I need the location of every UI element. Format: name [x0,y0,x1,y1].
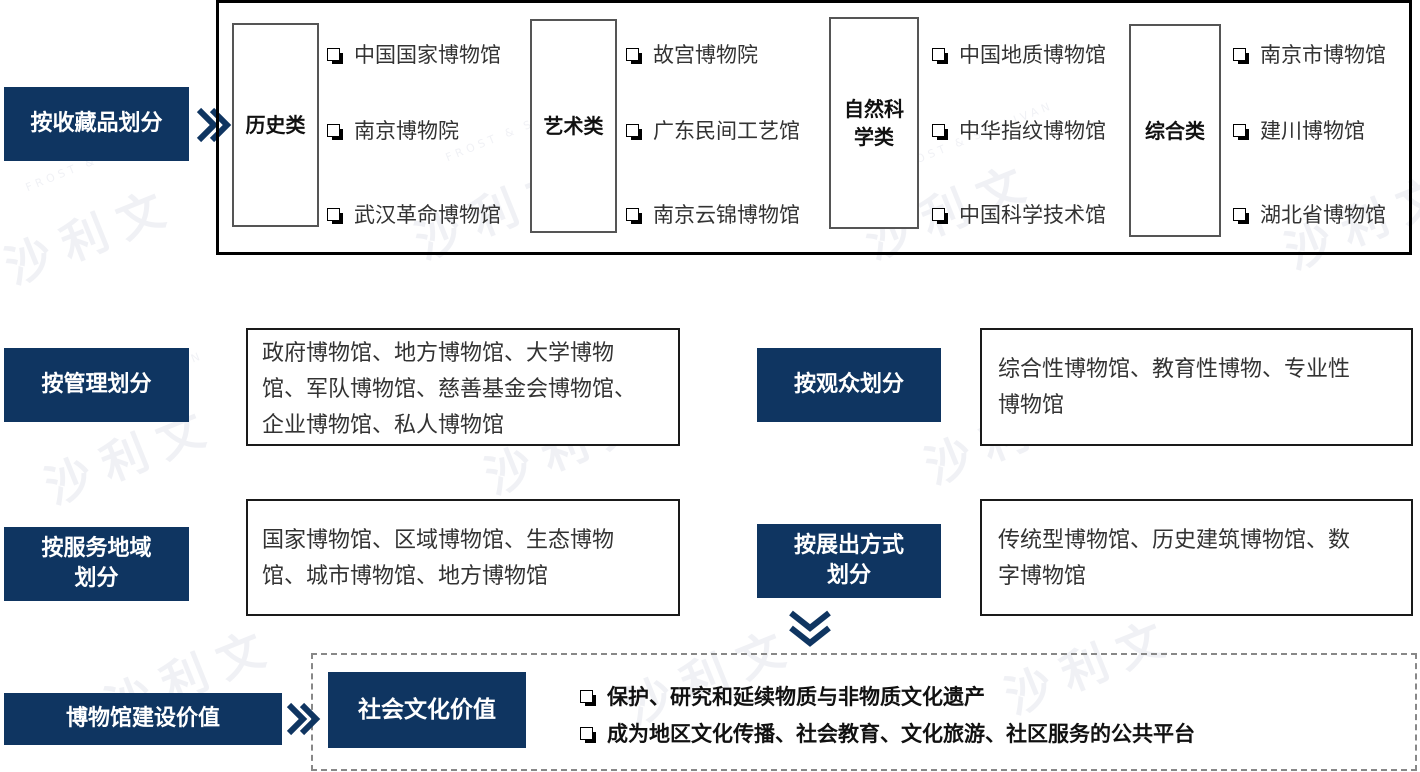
checkbox-bullet-icon [327,207,343,224]
list-item: 中国地质博物馆 [932,38,1106,70]
checkbox-bullet-icon [1233,207,1249,224]
region-label: 按服务地域 划分 [4,527,189,601]
category-history: 历史类 [232,23,319,227]
list-item: 建川博物馆 [1233,114,1365,146]
collection-label: 按收藏品划分 [4,87,189,161]
checkbox-bullet-icon [932,47,948,64]
list-item: 广东民间工艺馆 [626,114,800,146]
audience-line: 综合性博物馆、教育性博物、专业性 [998,357,1351,382]
checkbox-bullet-icon [1233,123,1249,140]
region-box: 国家博物馆、区域博物馆、生态博物 馆、城市博物馆、地方博物馆 [246,499,680,616]
chevron-down-icon [789,610,831,647]
management-box: 政府博物馆、地方博物馆、大学博物 馆、军队博物馆、慈善基金会博物馆、 企业博物馆… [246,328,680,446]
region-line: 馆、城市博物馆、地方博物馆 [262,564,549,589]
checkbox-bullet-icon [580,726,596,743]
management-line: 馆、军队博物馆、慈善基金会博物馆、 [262,377,637,402]
list-item: 南京博物院 [327,114,459,146]
region-line: 国家博物馆、区域博物馆、生态博物 [262,528,615,553]
category-art: 艺术类 [530,19,617,233]
checkbox-bullet-icon [626,47,642,64]
exhibit-box: 传统型博物馆、历史建筑博物馆、数 字博物馆 [980,499,1413,616]
list-item: 中华指纹博物馆 [932,114,1106,146]
checkbox-bullet-icon [580,689,596,706]
audience-line: 博物馆 [998,393,1065,418]
management-line: 企业博物馆、私人博物馆 [262,413,505,438]
management-label: 按管理划分 [4,348,189,422]
checkbox-bullet-icon [327,47,343,64]
exhibit-line: 字博物馆 [998,564,1087,589]
audience-label: 按观众划分 [757,348,941,422]
chevron-right-icon [286,702,321,736]
list-item: 中国科学技术馆 [932,198,1106,230]
social-cultural-value: 社会文化价值 [328,672,526,748]
value-label: 博物馆建设价值 [4,693,282,745]
checkbox-bullet-icon [1233,47,1249,64]
list-item: 武汉革命博物馆 [327,198,501,230]
category-natural-science: 自然科 学类 [829,17,919,229]
watermark-cn: 沙利文 [0,177,185,295]
checkbox-bullet-icon [932,207,948,224]
checkbox-bullet-icon [327,123,343,140]
checkbox-bullet-icon [932,123,948,140]
exhibit-label: 按展出方式 划分 [757,524,941,598]
list-item: 成为地区文化传播、社会教育、文化旅游、社区服务的公共平台 [580,717,1195,749]
list-item: 保护、研究和延续物质与非物质文化遗产 [580,680,985,712]
category-comprehensive: 综合类 [1129,24,1221,237]
exhibit-line: 传统型博物馆、历史建筑博物馆、数 [998,528,1351,553]
checkbox-bullet-icon [626,207,642,224]
management-line: 政府博物馆、地方博物馆、大学博物 [262,341,615,366]
list-item: 中国国家博物馆 [327,38,501,70]
list-item: 南京云锦博物馆 [626,198,800,230]
list-item: 故宫博物院 [626,38,758,70]
collection-panel [216,0,1412,255]
audience-box: 综合性博物馆、教育性博物、专业性 博物馆 [980,328,1413,446]
checkbox-bullet-icon [626,123,642,140]
list-item: 南京市博物馆 [1233,38,1386,70]
list-item: 湖北省博物馆 [1233,198,1386,230]
